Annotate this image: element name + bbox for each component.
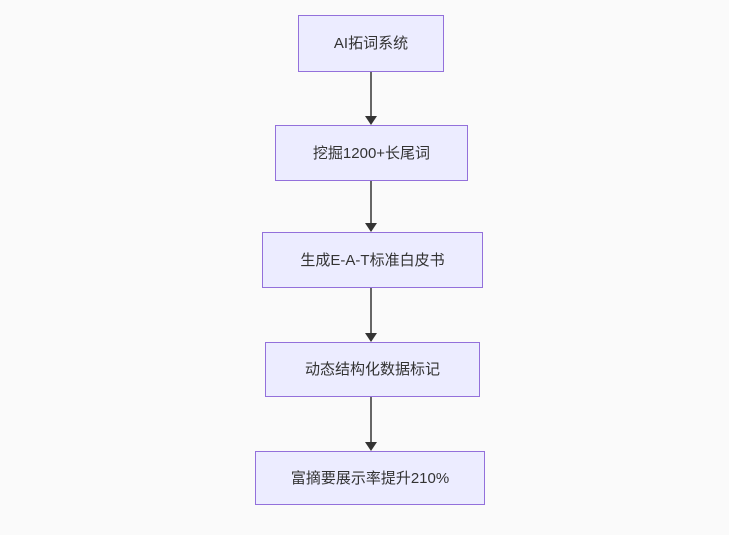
flow-node-label: 富摘要展示率提升210% <box>290 469 450 487</box>
flow-arrow-1 <box>364 72 378 125</box>
arrow-head-icon <box>365 116 377 125</box>
flow-node-structured-data: 动态结构化数据标记 <box>265 342 480 397</box>
arrow-line <box>370 397 372 442</box>
flow-arrow-4 <box>364 397 378 451</box>
arrow-line <box>370 181 372 223</box>
flow-node-ai-system: AI拓词系统 <box>298 15 444 72</box>
flow-node-label: 挖掘1200+长尾词 <box>312 144 431 162</box>
arrow-head-icon <box>365 333 377 342</box>
flow-node-label: AI拓词系统 <box>333 35 409 52</box>
flow-node-label: 动态结构化数据标记 <box>304 361 440 378</box>
arrow-line <box>370 288 372 333</box>
arrow-head-icon <box>365 223 377 232</box>
flow-node-eat-whitepaper: 生成E-A-T标准白皮书 <box>262 232 483 288</box>
arrow-line <box>370 72 372 116</box>
flow-arrow-3 <box>364 288 378 342</box>
flow-arrow-2 <box>364 181 378 232</box>
flow-node-rich-snippet-result: 富摘要展示率提升210% <box>255 451 485 505</box>
flow-node-longtail-words: 挖掘1200+长尾词 <box>275 125 468 181</box>
flow-node-label: 生成E-A-T标准白皮书 <box>300 251 445 269</box>
arrow-head-icon <box>365 442 377 451</box>
